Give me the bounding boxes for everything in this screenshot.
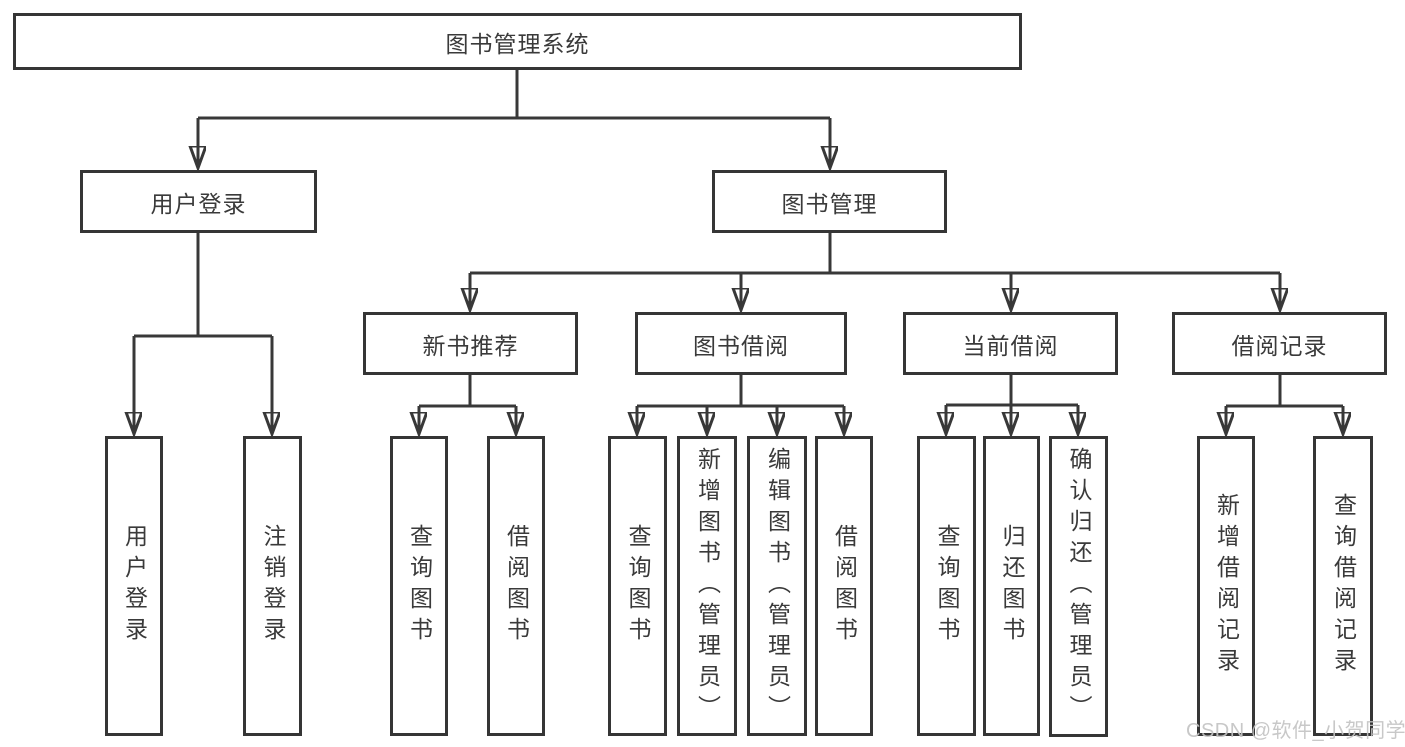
- leaf-query-books-recommend: 查询图书: [390, 436, 448, 736]
- leaf-borrow-books-recommend: 借阅图书: [487, 436, 545, 736]
- leaf-user-login: 用户登录: [105, 436, 163, 736]
- leaf-logout-label: 注销登录: [260, 524, 286, 648]
- csdn-watermark: CSDN @软件_小贺同学: [1186, 720, 1405, 742]
- leaf-query-books-borrow: 查询图书: [608, 436, 667, 736]
- leaf-borrow-books: 借阅图书: [815, 436, 873, 736]
- connector-current-borrow-subtree: [946, 375, 1078, 434]
- leaf-confirm-return-admin-label: 确认归还（管理员）: [1066, 447, 1092, 726]
- node-system-root-label: 图书管理系统: [445, 30, 590, 57]
- node-new-book-recommend-label: 新书推荐: [422, 332, 519, 359]
- leaf-confirm-return-admin: 确认归还（管理员）: [1049, 436, 1108, 737]
- leaf-query-books-borrow-label: 查询图书: [625, 524, 651, 648]
- connector-book-management-subtree: [470, 233, 1280, 310]
- leaf-logout: 注销登录: [243, 436, 302, 736]
- connector-book-borrow-subtree: [637, 375, 844, 434]
- connector-borrow-records-subtree: [1226, 375, 1343, 434]
- node-book-management-branch-label: 图书管理: [781, 190, 878, 217]
- leaf-edit-books-admin: 编辑图书（管理员）: [747, 436, 807, 736]
- leaf-return-books: 归还图书: [983, 436, 1040, 736]
- leaf-add-books-admin: 新增图书（管理员）: [677, 436, 737, 736]
- node-book-management-branch: 图书管理: [712, 170, 947, 233]
- node-current-borrow-label: 当前借阅: [962, 332, 1059, 359]
- leaf-add-books-admin-label: 新增图书（管理员）: [694, 446, 721, 726]
- leaf-add-borrow-record-label: 新增借阅记录: [1213, 493, 1240, 679]
- node-user-login-branch-label: 用户登录: [150, 190, 247, 217]
- leaf-return-books-label: 归还图书: [999, 524, 1025, 648]
- connector-root-to-branches: [198, 70, 830, 168]
- connector-user-login-subtree: [134, 233, 272, 434]
- node-book-borrow: 图书借阅: [635, 312, 847, 375]
- leaf-borrow-books-recommend-label: 借阅图书: [503, 524, 530, 648]
- node-book-borrow-label: 图书借阅: [693, 332, 789, 359]
- leaf-query-books-current: 查询图书: [917, 436, 976, 736]
- node-system-root: 图书管理系统: [13, 13, 1022, 70]
- node-current-borrow: 当前借阅: [903, 312, 1118, 375]
- leaf-add-borrow-record: 新增借阅记录: [1197, 436, 1255, 736]
- leaf-user-login-label: 用户登录: [121, 524, 148, 648]
- node-borrow-records-label: 借阅记录: [1231, 332, 1328, 359]
- leaf-query-books-recommend-label: 查询图书: [406, 524, 433, 648]
- leaf-edit-books-admin-label: 编辑图书（管理员）: [764, 446, 791, 726]
- node-user-login-branch: 用户登录: [80, 170, 317, 233]
- node-borrow-records: 借阅记录: [1172, 312, 1387, 375]
- node-new-book-recommend: 新书推荐: [363, 312, 578, 375]
- leaf-borrow-books-label: 借阅图书: [831, 524, 858, 648]
- leaf-query-borrow-record-label: 查询借阅记录: [1330, 493, 1357, 679]
- leaf-query-books-current-label: 查询图书: [934, 524, 960, 648]
- leaf-query-borrow-record: 查询借阅记录: [1313, 436, 1373, 736]
- connector-new-book-subtree: [419, 375, 516, 434]
